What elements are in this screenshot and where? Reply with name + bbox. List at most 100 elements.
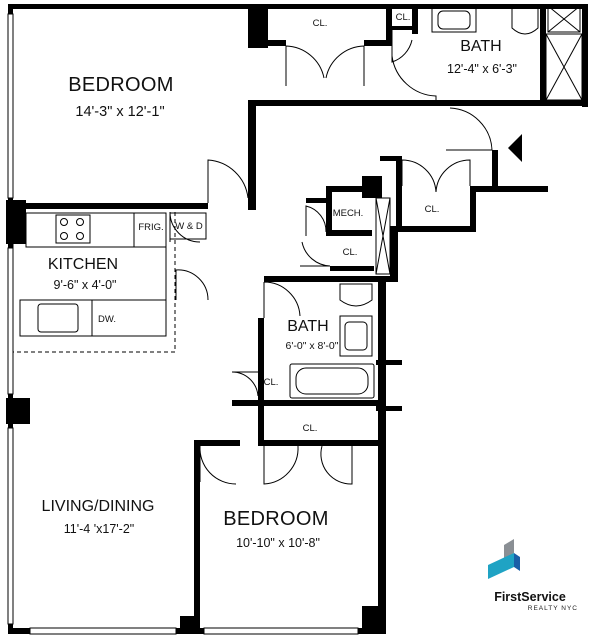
wall [194,440,240,446]
wall [392,26,418,30]
wall [326,230,372,236]
wall [258,400,264,446]
shower [545,33,583,101]
door-swing [263,281,301,318]
window [7,427,14,625]
bedroom2-name: BEDROOM [223,508,329,530]
door-swing [391,55,437,106]
wall [492,150,498,190]
bath1-name: BATH [460,38,502,55]
wall-right-upper [582,4,588,107]
bath-vanity [431,7,477,33]
wall [306,198,330,203]
wall [372,276,398,282]
bath-vanity [339,315,373,357]
wall [390,226,398,282]
closet-label: CL. [342,247,358,258]
brand-sub: REALTY NYC [527,605,578,612]
door-swing [207,159,249,203]
stove-top [55,214,91,244]
mech-chase [375,197,391,275]
door-swing [199,445,237,485]
bedroom1-name: BEDROOM [68,74,174,96]
closet-label: CL. [263,377,279,388]
wall [412,4,418,34]
toilet [511,7,539,35]
brand-name: FirstService [494,590,566,604]
wall [326,186,366,192]
column [248,4,268,48]
bathtub [289,363,375,399]
bath2-name: BATH [287,318,329,335]
entry-arrow-icon [508,134,522,162]
wall [264,276,376,282]
wall [268,40,286,46]
bath1-dims: 12'-4" x 6'-3" [447,62,517,76]
frig-label: FRIG. [138,222,164,233]
linen-cabinet [547,5,581,33]
door-swing [305,205,327,236]
wall [258,318,264,404]
closet-label: CL. [302,423,318,434]
window [29,627,177,635]
wall [396,158,402,232]
closet-label: CL. [395,12,411,23]
mech-label: MECH. [332,208,364,219]
door-swing [320,445,353,485]
wall [380,156,402,161]
kitchen-counter [25,212,167,248]
kitchen-sink [37,303,79,333]
door-swing [435,159,471,193]
column [362,606,386,634]
wall [364,40,390,46]
wall [386,4,392,46]
wall [194,440,200,634]
washer-dryer-box [169,212,207,240]
closet-label: CL. [424,204,440,215]
island-counter [19,299,167,337]
wall [330,266,374,271]
washer-dryer-label: W & D [175,221,203,232]
wall [248,100,583,106]
wall [396,226,476,232]
window [203,627,359,635]
door-swing [446,107,493,151]
window [7,247,14,395]
door-swing [391,30,413,63]
dishwasher-label: DW. [98,314,116,325]
column [362,176,382,198]
kitchen-name: KITCHEN [47,256,119,273]
door-swing [175,269,209,301]
wall [376,406,402,411]
bedroom2-dims: 10'-10" x 10'-8" [236,536,320,550]
door-swing [401,159,437,193]
living-dims: 11'-4 'x17'-2" [63,522,135,536]
closet-label: CL. [312,18,328,29]
bedroom1-dims: 14'-3" x 12'-1" [75,104,165,120]
wall-top [8,4,588,9]
wall [264,440,378,446]
door-swing [325,45,365,86]
wall [540,4,546,104]
column [6,200,26,244]
wall [248,100,256,210]
wall [326,186,332,236]
door-swing [285,45,325,86]
wall [232,400,378,406]
wall [474,186,548,192]
door-swing [300,241,331,267]
toilet [339,283,373,307]
kitchen-dims: 9'-6" x 4'-0" [53,278,117,292]
wall-right-lower [378,280,386,634]
column [6,398,30,424]
bath2-dims: 6'-0" x 8'-0" [285,340,339,352]
kitchen-outline [12,209,176,353]
wall [376,360,402,365]
wall [470,186,476,230]
door-swing [263,445,299,485]
wall [13,203,208,209]
firstservice-logo-icon [488,539,520,579]
window [7,13,14,199]
living-name: LIVING/DINING [41,498,155,515]
